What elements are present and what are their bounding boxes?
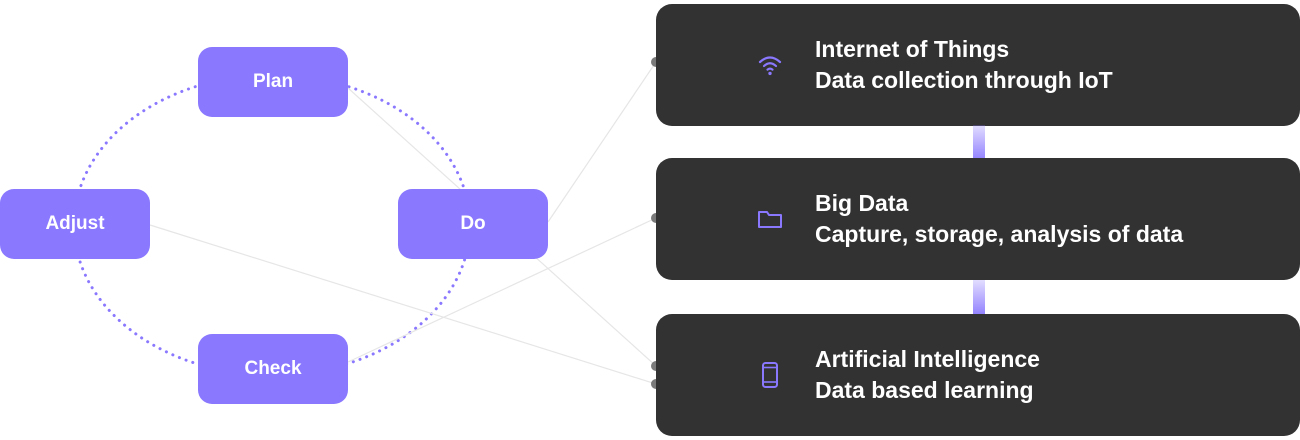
connector-check-to-bigdata xyxy=(347,217,657,363)
cycle-node-do: Do xyxy=(398,189,548,259)
connector-do-to-iot xyxy=(547,61,657,223)
panel-big-data-subtitle: Capture, storage, analysis of data xyxy=(815,221,1184,247)
panel-iot: Internet of Things Data collection throu… xyxy=(656,4,1300,126)
panel-big-data-title: Big Data xyxy=(815,190,909,216)
panel-ai: Artificial Intelligence Data based learn… xyxy=(656,314,1300,436)
smartphone-icon xyxy=(762,362,778,388)
folder-icon xyxy=(758,211,782,228)
panel-big-data: Big Data Capture, storage, analysis of d… xyxy=(656,158,1300,280)
connector-adjust-to-ai xyxy=(149,224,657,385)
panel-ai-subtitle: Data based learning xyxy=(815,377,1034,403)
cycle-node-adjust: Adjust xyxy=(0,189,150,259)
panel-iot-subtitle: Data collection through IoT xyxy=(815,67,1113,93)
cycle-node-check: Check xyxy=(198,334,348,404)
wifi-icon xyxy=(758,56,782,76)
cycle-node-plan: Plan xyxy=(198,47,348,117)
panel-ai-title: Artificial Intelligence xyxy=(815,346,1040,372)
panel-iot-title: Internet of Things xyxy=(815,36,1010,62)
